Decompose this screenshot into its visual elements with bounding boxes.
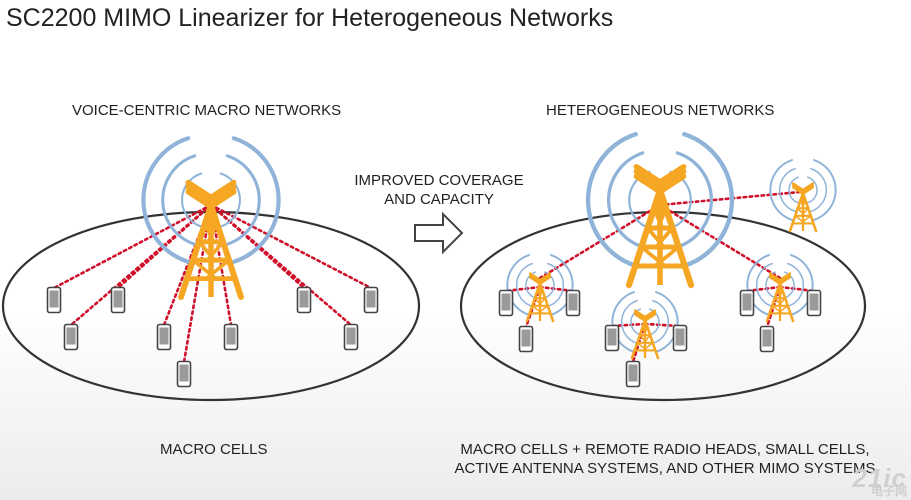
right-cell-3-phone-icon-1 [739, 289, 755, 317]
left-signal-waves-icon [141, 136, 281, 264]
right-cell-2-phone-icon-2 [672, 324, 688, 352]
arrow-label-line-2: AND CAPACITY [384, 191, 494, 208]
right-link-macro-cell-left [538, 203, 662, 280]
left-phone-icon-8 [343, 323, 359, 351]
right-cell-2-phone-icon-3 [625, 360, 641, 388]
small-cell-2-tower-icon [630, 309, 660, 360]
right-cell-1-phone-icon-2 [565, 289, 581, 317]
small-cell-3-tower-icon [765, 272, 795, 323]
small-cell-1-tower-icon [525, 272, 555, 323]
right-link-macro-cell-right [658, 203, 782, 280]
right-macro-tower-icon [625, 164, 695, 289]
right-caption-line-2: ACTIVE ANTENNA SYSTEMS, AND OTHER MIMO S… [454, 460, 876, 477]
phones [46, 286, 822, 388]
right-cell-1-phone-icon-1 [498, 289, 514, 317]
arrow-label-line-1: IMPROVED COVERAGE [354, 172, 524, 189]
left-link-5 [69, 203, 213, 327]
page-title: SC2200 MIMO Linearizer for Heterogeneous… [6, 4, 614, 32]
right-cell-3-phone-icon-3 [759, 325, 775, 353]
small-cell-3-waves-icon [746, 254, 814, 316]
left-link-9 [182, 203, 213, 364]
right-cell-2-phone-icon-1 [604, 324, 620, 352]
left-link-8 [209, 203, 353, 327]
watermark-text: 电子网 [870, 484, 907, 498]
arrow-label: IMPROVED COVERAGE AND CAPACITY [350, 171, 528, 209]
left-phone-icon-1 [46, 286, 62, 314]
left-macro-tower-icon [178, 179, 244, 300]
right-cell-1-link-1 [504, 285, 542, 293]
right-cell-1-phone-icon-3 [518, 325, 534, 353]
remote-radio-tower-icon [788, 182, 818, 233]
right-cell-3-link-2 [778, 285, 816, 293]
left-link-1 [52, 203, 213, 290]
left-phone-icon-3 [296, 286, 312, 314]
left-phone-icon-2 [110, 286, 126, 314]
left-phone-icon-9 [176, 360, 192, 388]
left-heading: VOICE-CENTRIC MACRO NETWORKS [72, 102, 342, 119]
remote-radio-waves-icon [769, 159, 837, 221]
right-cell-3-phone-icon-2 [806, 289, 822, 317]
right-heading: HETEROGENEOUS NETWORKS [546, 102, 775, 119]
left-phone-icon-7 [223, 323, 239, 351]
right-caption: MACRO CELLS + REMOTE RADIO HEADS, SMALL … [440, 440, 890, 478]
transition-arrow-icon [414, 211, 464, 255]
right-link-macro-remote [658, 190, 802, 207]
left-phone-icon-5 [63, 323, 79, 351]
left-phone-icon-6 [156, 323, 172, 351]
towers [141, 131, 837, 360]
watermark: 21ic 电子网 [852, 465, 907, 498]
right-macro-waves-icon [585, 131, 735, 269]
left-link-4 [209, 203, 373, 290]
left-phone-icon-4 [363, 286, 379, 314]
left-caption: MACRO CELLS [160, 441, 268, 458]
right-caption-line-1: MACRO CELLS + REMOTE RADIO HEADS, SMALL … [460, 441, 870, 458]
